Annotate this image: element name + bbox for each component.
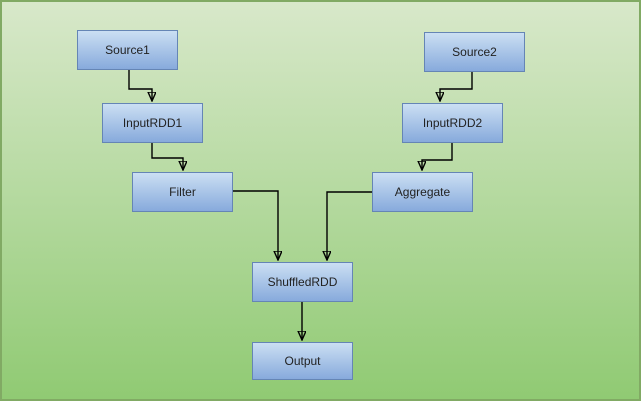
connector-source1-inputrdd1 [128,70,152,101]
node-inputrdd2-label: InputRDD2 [422,116,483,130]
connector-aggregate-shuffledrdd [327,191,372,260]
node-source2-label: Source2 [452,45,497,59]
node-filter-label: Filter [169,185,196,199]
node-inputrdd1: InputRDD1 [102,103,203,143]
node-shuffledrdd-label: ShuffledRDD [267,275,338,289]
connector-inputrdd2-aggregate [422,143,453,170]
connector-inputrdd1-filter [151,143,183,170]
node-output-label: Output [284,354,321,368]
node-output: Output [252,342,353,380]
node-source1-label: Source1 [105,43,150,57]
node-shuffledrdd: ShuffledRDD [252,262,353,302]
node-source1: Source1 [77,30,178,70]
node-inputrdd1-label: InputRDD1 [122,116,183,130]
node-inputrdd2: InputRDD2 [402,103,503,143]
node-source2: Source2 [424,32,525,72]
node-filter: Filter [132,172,233,212]
node-aggregate: Aggregate [372,172,473,212]
connector-filter-shuffledrdd [233,190,278,260]
node-aggregate-label: Aggregate [394,185,451,199]
connector-source2-inputrdd2 [440,72,473,101]
